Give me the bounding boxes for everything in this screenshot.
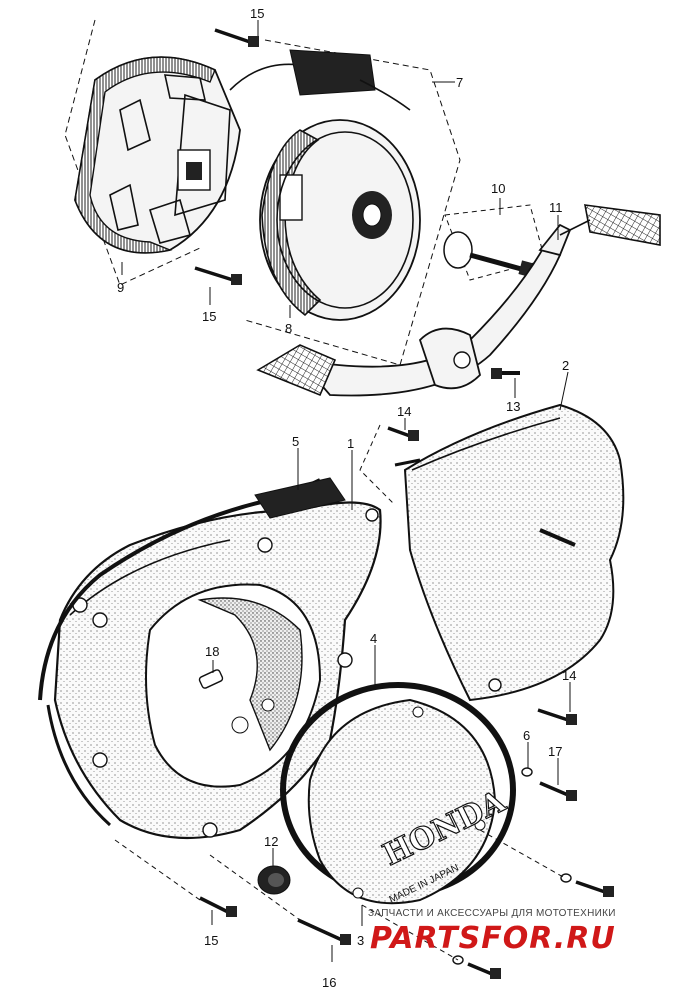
callout-13: 13	[506, 399, 520, 414]
callout-4: 4	[370, 631, 377, 646]
bolt-15-bottom	[199, 896, 237, 917]
watermark-tagline: ЗАПЧАСТИ И АКСЕССУАРЫ ДЛЯ МОТОТЕХНИКИ	[368, 908, 616, 919]
callout-17: 17	[548, 744, 562, 759]
washer-bolt	[443, 204, 546, 281]
callout-15-top: 15	[250, 6, 264, 21]
callout-1: 1	[347, 436, 354, 451]
callout-2: 2	[562, 358, 569, 373]
callout-15-bottom: 15	[204, 933, 218, 948]
leader-lines	[114, 20, 571, 962]
callout-14-upper: 14	[397, 404, 411, 419]
group-7-boundary	[64, 19, 461, 366]
dowel-pin	[198, 669, 224, 689]
bolt-right-lower	[560, 873, 614, 897]
bolt-14-lower	[537, 708, 577, 725]
callout-8: 8	[285, 321, 292, 336]
bolt-15-mid	[194, 266, 242, 285]
bolt-14-upper	[387, 426, 419, 441]
callout-16: 16	[322, 975, 336, 990]
bolt-17	[539, 781, 577, 801]
callout-10: 10	[491, 181, 505, 196]
bolt-15-top	[214, 28, 259, 47]
bolt-bottom-right	[452, 955, 501, 979]
callout-18: 18	[205, 644, 219, 659]
callout-7: 7	[456, 75, 463, 90]
bolt-13	[491, 368, 502, 379]
callout-6: 6	[523, 728, 530, 743]
callout-14-lower: 14	[562, 668, 576, 683]
bolt-16	[297, 918, 351, 945]
access-cover: HONDA MADE IN JAPAN	[280, 682, 516, 906]
stator	[74, 49, 411, 254]
chain-cover	[394, 403, 625, 702]
washer-6	[521, 767, 533, 777]
watermark-site: PARTSFOR.RU	[370, 921, 616, 956]
oil-seal	[257, 865, 291, 895]
watermark: ЗАПЧАСТИ И АКСЕССУАРЫ ДЛЯ МОТОТЕХНИКИ PA…	[368, 908, 616, 956]
flywheel-rotor	[259, 119, 421, 321]
callout-labels: 15 7 10 11 9 15 8 2 13 14 5 1 4 18 14 6 …	[117, 6, 576, 990]
callout-9: 9	[117, 280, 124, 295]
gasket	[38, 477, 346, 827]
callout-15-mid: 15	[202, 309, 216, 324]
callout-11: 11	[549, 200, 563, 215]
callout-12: 12	[264, 834, 278, 849]
callout-3: 3	[357, 933, 364, 948]
callout-5: 5	[292, 434, 299, 449]
kick-pedal	[256, 204, 661, 397]
